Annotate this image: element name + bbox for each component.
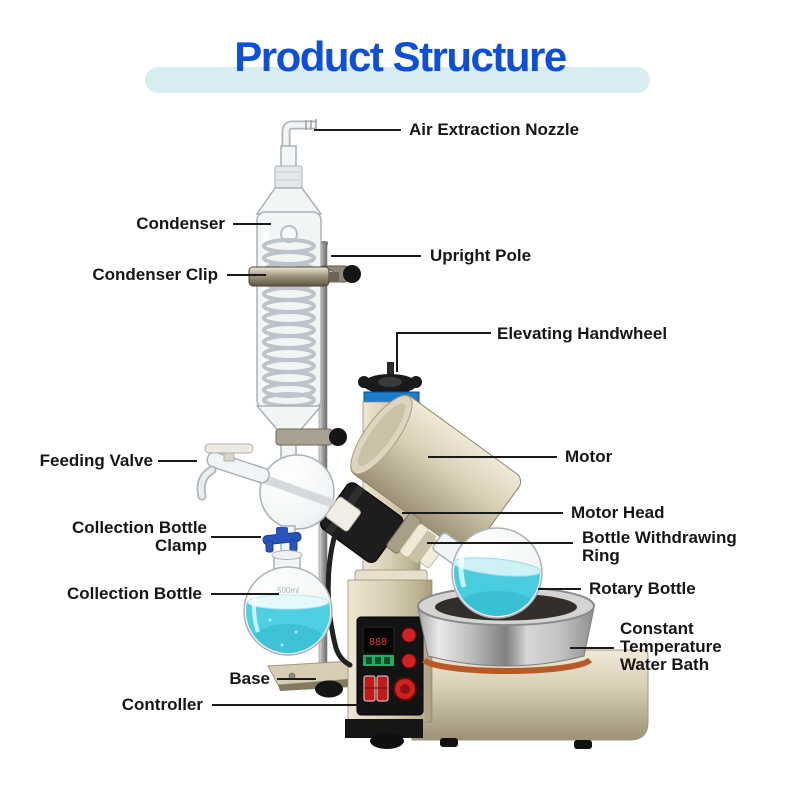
red-button-top	[401, 627, 417, 643]
label-bottle-withdrawing-ring: Bottle Withdrawing Ring	[582, 528, 737, 566]
title-highlight-band	[145, 67, 650, 93]
heater-ring	[421, 657, 593, 674]
label-motor: Motor	[565, 447, 613, 466]
temperature-display	[362, 626, 395, 655]
lower-clamp-graphic	[275, 428, 347, 446]
label-upright-pole: Upright Pole	[430, 246, 532, 265]
display-digits: 888	[369, 637, 387, 648]
label-controller: Controller	[121, 695, 203, 714]
vapor-duct-assembly	[196, 443, 361, 532]
label-condenser: Condenser	[136, 214, 225, 233]
duct-fitting-nut	[325, 496, 361, 532]
bottle-volume-marking: 500ml	[277, 586, 299, 595]
label-condenser-clip: Condenser Clip	[92, 265, 218, 284]
leader-lines	[158, 129, 614, 706]
condenser-clip-graphic	[248, 266, 339, 287]
label-motor-head: Motor Head	[571, 503, 665, 522]
controller-panel-graphic: 888	[356, 616, 424, 716]
label-constant-temperature-water-bath: Constant Temperature Water Bath	[620, 619, 722, 675]
air-extraction-nozzle-graphic	[281, 119, 317, 148]
label-collection-bottle-clamp: Collection Bottle Clamp	[71, 518, 207, 556]
leader-elevating-handwheel	[396, 332, 491, 372]
label-rotary-bottle: Rotary Bottle	[589, 579, 696, 598]
feeding-valve-graphic	[196, 443, 270, 501]
label-elevating-handwheel: Elevating Handwheel	[497, 324, 668, 343]
label-collection-bottle: Collection Bottle	[66, 584, 202, 603]
label-air-extraction-nozzle: Air Extraction Nozzle	[409, 120, 580, 139]
collection-bottle-graphic: 500ml	[243, 525, 333, 656]
power-cord	[325, 535, 353, 668]
page-title: Product Structure	[234, 33, 567, 80]
red-button-mid	[401, 653, 417, 669]
label-feeding-valve: Feeding Valve	[39, 451, 153, 470]
condenser-graphic	[255, 119, 323, 459]
pole-clamp-knob	[343, 265, 361, 283]
label-base: Base	[229, 669, 270, 688]
